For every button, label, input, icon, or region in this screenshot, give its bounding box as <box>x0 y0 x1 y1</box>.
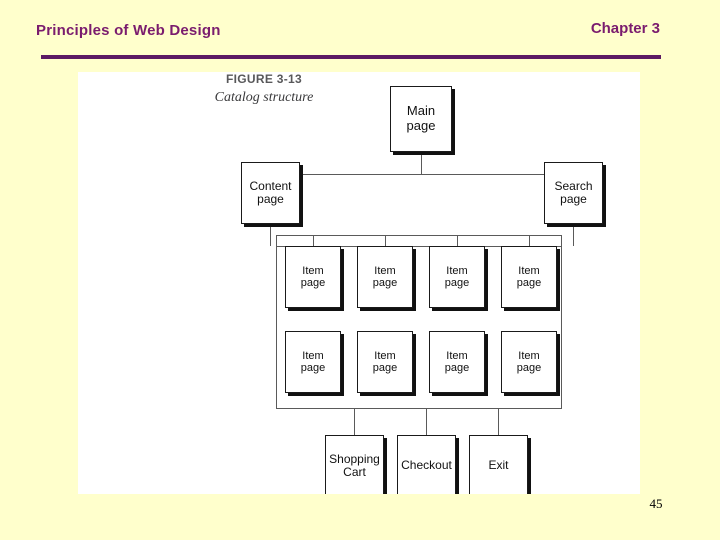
node-item-page-6[interactable]: Item page <box>357 331 413 393</box>
connector-group-to-checkout <box>426 409 427 435</box>
slide-header: Principles of Web Design Chapter 3 <box>0 0 720 60</box>
header-divider <box>41 55 661 59</box>
node-content-page-label: Content page <box>249 178 292 206</box>
node-item-page-3-label: Item page <box>444 264 470 289</box>
node-shopping-cart[interactable]: Shopping Cart <box>325 435 384 494</box>
node-item-page-7[interactable]: Item page <box>429 331 485 393</box>
node-main-page[interactable]: Main page <box>390 86 452 152</box>
connector-group-to-cart <box>354 409 355 435</box>
node-item-page-8[interactable]: Item page <box>501 331 557 393</box>
connector-group-to-exit <box>498 409 499 435</box>
node-item-page-5-label: Item page <box>300 349 326 374</box>
figure-title-label: Catalog structure <box>214 90 314 105</box>
figure-canvas: FIGURE 3-13 Catalog structure Main page … <box>78 72 640 494</box>
connector-bus-level2 <box>270 174 573 175</box>
connector-group-stub-3 <box>457 235 458 246</box>
node-search-page[interactable]: Search page <box>544 162 603 224</box>
node-item-page-5[interactable]: Item page <box>285 331 341 393</box>
connector-group-stub-4 <box>529 235 530 246</box>
node-item-page-4[interactable]: Item page <box>501 246 557 308</box>
connector-main-to-bus <box>421 152 422 174</box>
node-item-page-7-label: Item page <box>444 349 470 374</box>
figure-caption: FIGURE 3-13 Catalog structure <box>174 72 354 106</box>
node-item-page-1-label: Item page <box>300 264 326 289</box>
node-item-page-2-label: Item page <box>372 264 398 289</box>
page-title: Principles of Web Design <box>36 22 221 39</box>
chapter-label: Chapter 3 <box>590 20 660 37</box>
node-item-page-3[interactable]: Item page <box>429 246 485 308</box>
node-item-page-1[interactable]: Item page <box>285 246 341 308</box>
node-item-page-4-label: Item page <box>516 264 542 289</box>
node-main-page-label: Main page <box>406 103 436 133</box>
node-content-page[interactable]: Content page <box>241 162 300 224</box>
node-checkout[interactable]: Checkout <box>397 435 456 494</box>
node-shopping-cart-label: Shopping Cart <box>329 451 380 479</box>
node-exit-label: Exit <box>488 458 509 473</box>
connector-search-to-group <box>573 224 574 246</box>
node-item-page-2[interactable]: Item page <box>357 246 413 308</box>
node-exit[interactable]: Exit <box>469 435 528 494</box>
figure-number-label: FIGURE 3-13 <box>226 72 302 86</box>
item-pages-group-box <box>276 235 562 409</box>
connector-group-top-bus <box>276 246 562 247</box>
connector-group-stub-2 <box>385 235 386 246</box>
connector-content-to-group <box>270 224 271 246</box>
connector-group-stub-1 <box>313 235 314 246</box>
page-number: 45 <box>649 496 663 511</box>
node-checkout-label: Checkout <box>401 458 452 473</box>
node-item-page-8-label: Item page <box>516 349 542 374</box>
node-item-page-6-label: Item page <box>372 349 398 374</box>
node-search-page-label: Search page <box>554 178 593 206</box>
